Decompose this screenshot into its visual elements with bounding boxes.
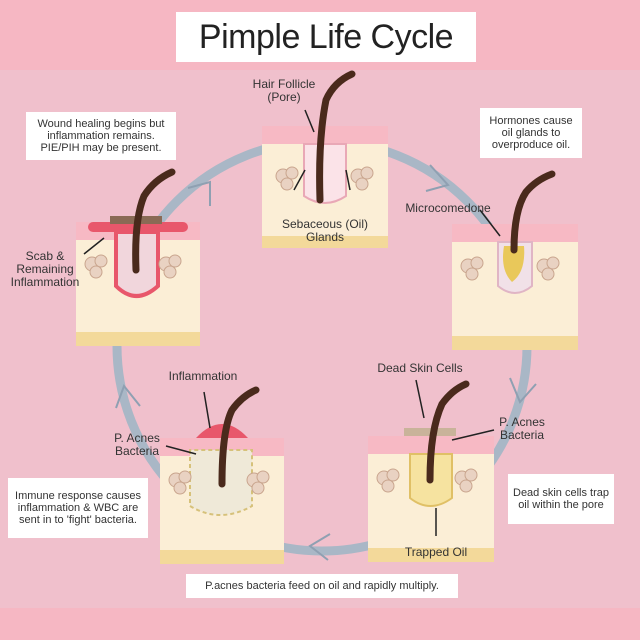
label-p-acnes-right: P. Acnes Bacteria <box>499 415 545 442</box>
note-dead-skin-trap: Dead skin cells trap oil within the pore <box>508 474 614 524</box>
label-p-acnes-left: P. Acnes Bacteria <box>114 431 160 458</box>
label-hair-follicle: Hair Follicle (Pore) <box>252 77 316 104</box>
cycle-chevron-icon <box>115 164 537 561</box>
stage-microcomedone <box>452 170 578 350</box>
hair-icon <box>510 170 556 254</box>
stage-scab <box>76 168 200 346</box>
label-dead-skin-cells: Dead Skin Cells <box>377 361 463 375</box>
stage-trapped-oil <box>368 379 495 562</box>
label-trapped-oil: Trapped Oil <box>404 545 468 559</box>
title-banner: Pimple Life Cycle <box>176 12 476 62</box>
hair-icon <box>132 168 176 274</box>
stage-normal-follicle <box>262 70 388 248</box>
note-immune-response: Immune response causes inflammation & WB… <box>8 478 148 538</box>
page-title: Pimple Life Cycle <box>198 17 454 56</box>
stage-inflammation <box>160 386 284 564</box>
label-scab: Scab & Remaining Inflammation <box>10 249 80 289</box>
label-inflammation: Inflammation <box>168 369 238 383</box>
note-hormones: Hormones cause oil glands to overproduce… <box>480 108 582 158</box>
hair-icon <box>426 380 470 484</box>
label-microcomedone: Microcomedone <box>405 201 491 215</box>
hair-icon <box>218 386 260 488</box>
note-bacteria-multiply: P.acnes bacteria feed on oil and rapidly… <box>186 574 458 598</box>
label-sebaceous-glands: Sebaceous (Oil) Glands <box>281 217 369 244</box>
hair-icon <box>316 70 356 204</box>
note-wound-healing: Wound healing begins but inflammation re… <box>26 112 176 160</box>
footer-band <box>0 608 640 640</box>
